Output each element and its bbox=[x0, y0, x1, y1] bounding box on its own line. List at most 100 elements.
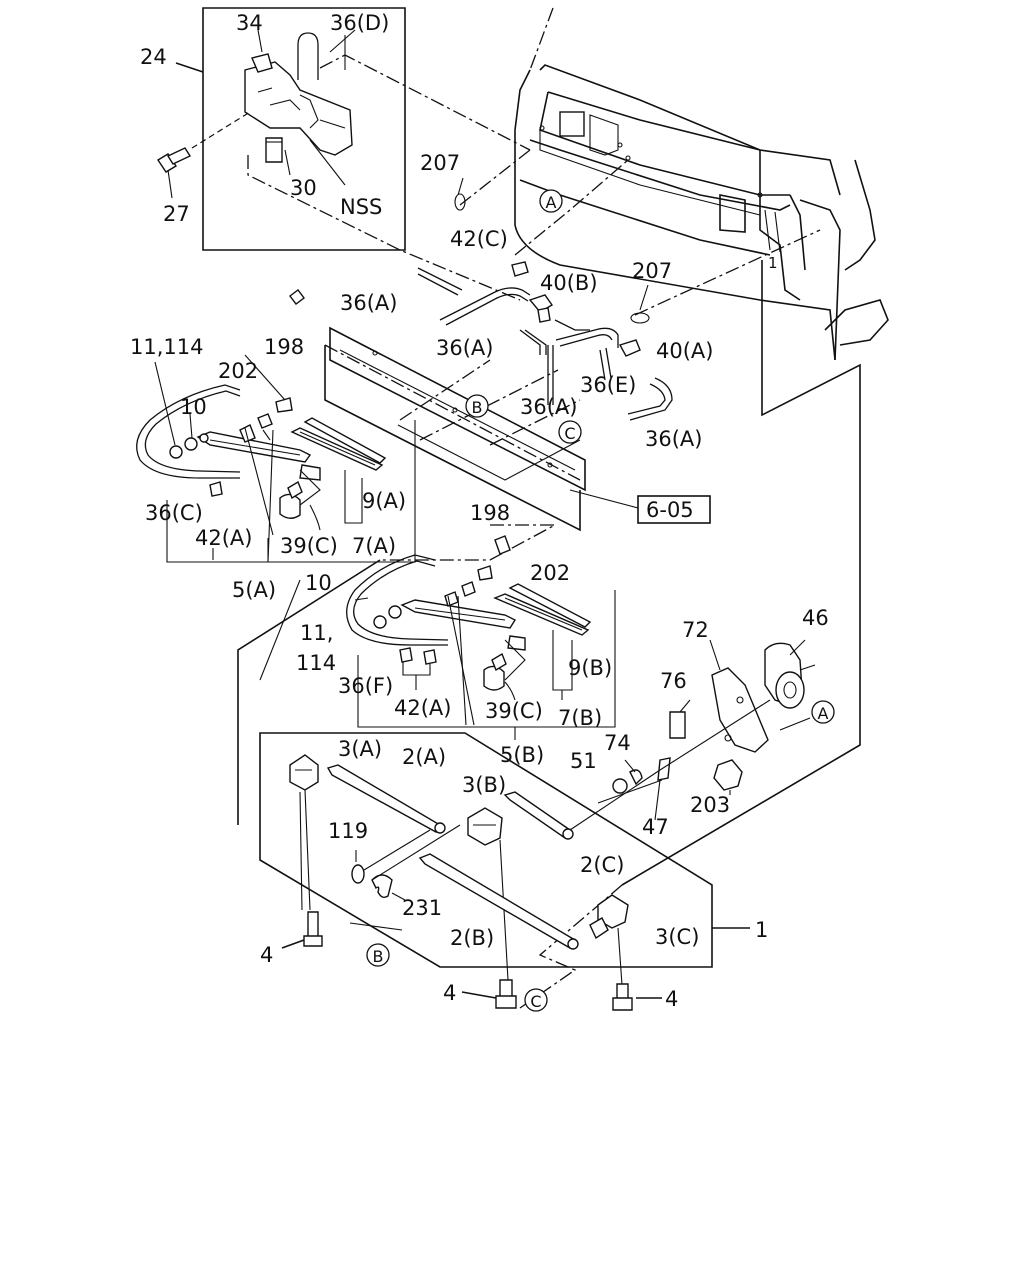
label-202b: 202 bbox=[530, 561, 570, 585]
motor-icon bbox=[764, 642, 816, 709]
bolt-icon bbox=[157, 147, 192, 173]
label-36a-2: 36(A) bbox=[436, 336, 493, 360]
label-231: 231 bbox=[402, 896, 442, 920]
svg-text:B: B bbox=[373, 947, 384, 966]
label-5b: 5(B) bbox=[500, 743, 544, 767]
nut-icon bbox=[612, 778, 628, 794]
link-rod-icon bbox=[418, 853, 579, 950]
label-42a-1: 42(A) bbox=[195, 526, 252, 550]
label-3b: 3(B) bbox=[462, 773, 506, 797]
label-4b: 4 bbox=[443, 981, 456, 1005]
label-10b: 10 bbox=[305, 571, 332, 595]
label-72: 72 bbox=[682, 618, 709, 642]
label-1: 1 bbox=[755, 918, 768, 942]
clip-icon bbox=[511, 261, 529, 277]
ref-c-low: C bbox=[524, 988, 548, 1012]
label-39c-2: 39(C) bbox=[485, 699, 543, 723]
label-3a: 3(A) bbox=[338, 737, 382, 761]
washer-pump-icon bbox=[265, 137, 283, 163]
wiper-blade-icon bbox=[493, 583, 592, 636]
wiper-blade-icon bbox=[290, 417, 387, 471]
label-74: 74 bbox=[604, 731, 631, 755]
label-36f: 36(F) bbox=[338, 674, 393, 698]
label-36e: 36(E) bbox=[580, 373, 636, 397]
connector-40b bbox=[528, 294, 554, 323]
label-3c: 3(C) bbox=[655, 925, 699, 949]
label-11-114: 11,114 bbox=[130, 335, 203, 359]
label-27: 27 bbox=[163, 202, 190, 226]
label-42c: 42(C) bbox=[450, 227, 508, 251]
label-2a: 2(A) bbox=[402, 745, 446, 769]
svg-text:B: B bbox=[472, 398, 483, 417]
label-2b: 2(B) bbox=[450, 926, 494, 950]
washer-tank-icon bbox=[244, 53, 353, 156]
label-4c: 4 bbox=[665, 987, 678, 1011]
label-nss: NSS bbox=[340, 195, 382, 219]
label-9a: 9(A) bbox=[362, 489, 406, 513]
svg-text:A: A bbox=[546, 193, 557, 212]
bolt-icon bbox=[303, 911, 323, 947]
label-36c: 36(C) bbox=[145, 501, 203, 525]
wiper-arm-icon bbox=[196, 431, 312, 463]
bolt-icon bbox=[669, 711, 686, 739]
label-39c-1: 39(C) bbox=[280, 534, 338, 558]
link-rod-icon bbox=[503, 791, 574, 840]
label-114: 114 bbox=[296, 651, 336, 675]
ref-b-low: B bbox=[366, 943, 390, 967]
label-6-05: 6-05 bbox=[646, 498, 694, 522]
label-203: 203 bbox=[690, 793, 730, 817]
label-7a: 7(A) bbox=[352, 534, 396, 558]
label-46: 46 bbox=[802, 606, 829, 630]
part-labels: 24 34 36(D) 207 30 NSS 27 42(C) 207 36(A… bbox=[130, 11, 829, 1011]
svg-text:A: A bbox=[818, 704, 829, 723]
label-36a-3: 36(A) bbox=[520, 395, 577, 419]
label-76: 76 bbox=[660, 669, 687, 693]
nut-icon bbox=[713, 759, 743, 791]
label-2c: 2(C) bbox=[580, 853, 624, 877]
label-207b: 207 bbox=[632, 259, 672, 283]
bolt-icon bbox=[495, 979, 517, 1009]
cowl-panel bbox=[324, 326, 586, 532]
bolt-icon bbox=[612, 983, 633, 1011]
pivot-icon bbox=[289, 754, 319, 911]
label-40a: 40(A) bbox=[656, 339, 713, 363]
label-24: 24 bbox=[140, 45, 167, 69]
connector-40a bbox=[618, 339, 641, 357]
label-119: 119 bbox=[328, 819, 368, 843]
label-40b: 40(B) bbox=[540, 271, 598, 295]
label-36d: 36(D) bbox=[330, 11, 389, 35]
label-1-cab: 1 bbox=[768, 254, 778, 272]
label-36a-4: 36(A) bbox=[645, 427, 702, 451]
label-10a: 10 bbox=[180, 395, 207, 419]
washer-tank-inset bbox=[157, 7, 521, 301]
cab-panel-icon bbox=[514, 7, 889, 361]
label-5a: 5(A) bbox=[232, 578, 276, 602]
label-207a: 207 bbox=[420, 151, 460, 175]
label-4a: 4 bbox=[260, 943, 273, 967]
reference-6-05-box bbox=[569, 489, 711, 524]
label-34: 34 bbox=[236, 11, 263, 35]
label-198a: 198 bbox=[264, 335, 304, 359]
bracket-icon bbox=[711, 667, 769, 753]
ref-a-top: A bbox=[539, 189, 563, 213]
ref-c-mid: C bbox=[558, 420, 582, 444]
ref-a-right: A bbox=[811, 700, 835, 724]
label-7b: 7(B) bbox=[558, 706, 602, 730]
label-47: 47 bbox=[642, 815, 669, 839]
label-36a-1: 36(A) bbox=[340, 291, 397, 315]
ref-b-mid: B bbox=[465, 394, 489, 418]
label-198b: 198 bbox=[470, 501, 510, 525]
label-202a: 202 bbox=[218, 359, 258, 383]
hose-icon bbox=[417, 267, 673, 421]
label-11: 11, bbox=[300, 621, 333, 645]
link-rod-icon bbox=[326, 764, 446, 834]
svg-text:C: C bbox=[530, 992, 541, 1011]
nozzle-icon bbox=[275, 289, 305, 413]
label-30: 30 bbox=[290, 176, 317, 200]
svg-text:C: C bbox=[564, 424, 575, 443]
label-51: 51 bbox=[570, 749, 597, 773]
pivot-icon bbox=[589, 894, 629, 986]
label-42a-2: 42(A) bbox=[394, 696, 451, 720]
wiper-arm-icon bbox=[400, 599, 517, 629]
